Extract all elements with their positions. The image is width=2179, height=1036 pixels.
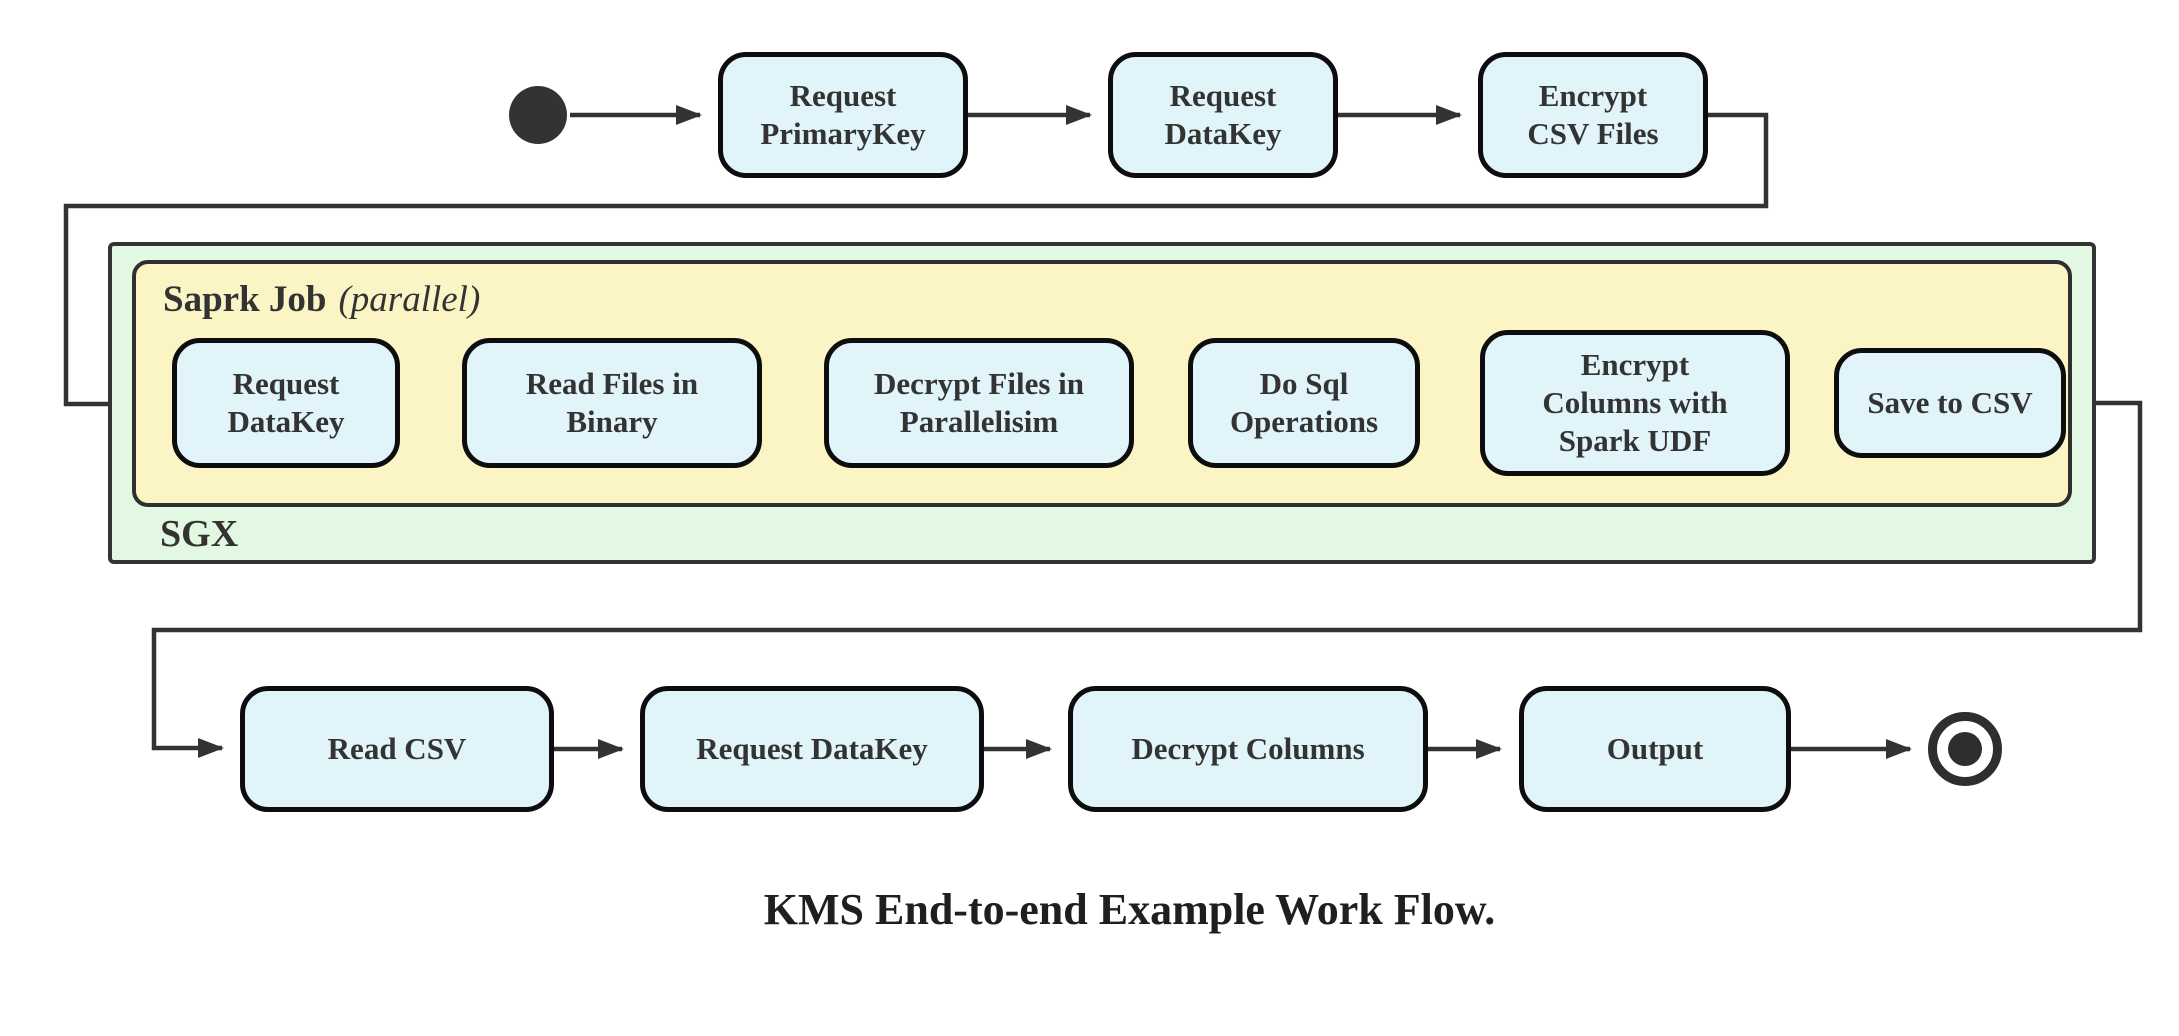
spark-job-parallel-label: (parallel) xyxy=(338,279,481,320)
spark-job-label: Saprk Job (parallel) xyxy=(163,279,481,321)
activity-node-encrypt-columns-with-spark-udf: Encrypt Columns with Spark UDF xyxy=(1480,330,1790,476)
arrow-save-to-csv-to-read-csv xyxy=(151,400,2143,758)
end-node-inner-dot xyxy=(1948,732,1982,766)
activity-node-request-datakey-sgx: Request DataKey xyxy=(172,338,400,468)
activity-node-request-datakey-client: Request DataKey xyxy=(640,686,984,812)
activity-node-encrypt-csv-files: Encrypt CSV Files xyxy=(1478,52,1708,178)
spark-job-label-text: Saprk Job xyxy=(163,279,327,320)
activity-node-request-primarykey: Request PrimaryKey xyxy=(718,52,968,178)
activity-node-save-to-csv: Save to CSV xyxy=(1834,348,2066,458)
activity-node-read-csv: Read CSV xyxy=(240,686,554,812)
activity-node-decrypt-columns: Decrypt Columns xyxy=(1068,686,1428,812)
activity-node-request-datakey-top: Request DataKey xyxy=(1108,52,1338,178)
activity-node-output: Output xyxy=(1519,686,1791,812)
arrow-encrypt-csv-files-to-sgx-request-datakey xyxy=(63,112,1769,414)
end-node-icon xyxy=(1928,712,2002,786)
start-node-icon xyxy=(509,86,567,144)
activity-node-decrypt-files-in-parallelisim: Decrypt Files in Parallelisim xyxy=(824,338,1134,468)
activity-node-do-sql-operations: Do Sql Operations xyxy=(1188,338,1420,468)
diagram-caption: KMS End-to-end Example Work Flow. xyxy=(763,885,1496,934)
sgx-label: SGX xyxy=(160,513,239,555)
activity-node-read-files-in-binary: Read Files in Binary xyxy=(462,338,762,468)
